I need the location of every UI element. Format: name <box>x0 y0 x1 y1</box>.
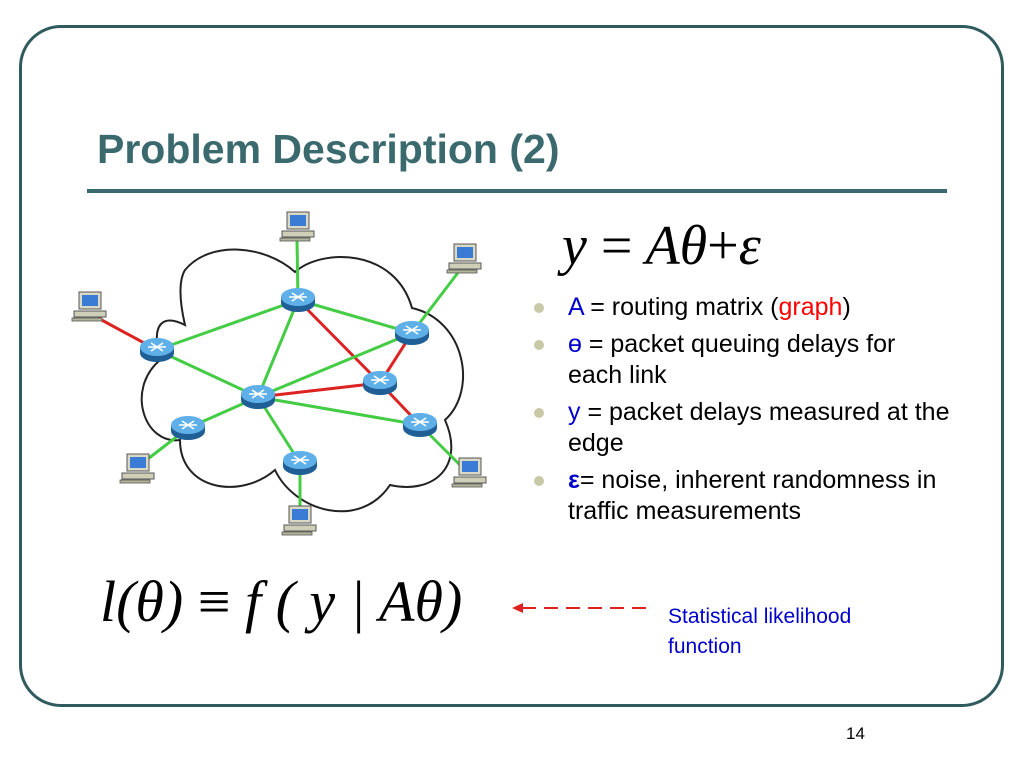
bullet-dot <box>534 408 544 418</box>
computer-icon <box>71 291 107 322</box>
definition-list: A = routing matrix (graph) ɵ = packet qu… <box>534 292 954 533</box>
bullet-packet-delays: y = packet delays measured at the edge <box>534 397 954 459</box>
likelihood-lhs: l(θ) <box>100 569 184 634</box>
bullet-dot <box>534 303 544 313</box>
computer-icon <box>446 243 482 274</box>
bullet-text: routing matrix ( <box>611 293 779 321</box>
bullet-separator: = <box>581 330 611 358</box>
bullet-separator: = <box>580 398 609 426</box>
link-8 <box>257 381 381 399</box>
slide-title: Problem Description (2) <box>97 126 560 172</box>
router-icon <box>394 320 430 346</box>
bullet-symbol: ɵ <box>568 330 582 358</box>
bullet-separator: = <box>583 293 612 321</box>
computer-icon <box>119 453 155 484</box>
caption-line-2: function <box>668 635 742 658</box>
bullet-queuing-delays: ɵ = packet queuing delays for each link <box>534 329 954 391</box>
link-7 <box>156 348 259 399</box>
link-2 <box>156 298 299 352</box>
formula-rhs-a: Aθ <box>645 215 708 277</box>
title-underline <box>87 189 947 193</box>
bullet-symbol: y <box>568 398 581 426</box>
link-11 <box>257 395 421 427</box>
bullet-text: packet queuing delays for each link <box>568 330 896 389</box>
bullet-text: noise, inherent randomness in traffic me… <box>568 466 937 525</box>
page-number: 14 <box>846 724 865 743</box>
linear-model-equation: y = Aθ+ε <box>562 214 761 278</box>
bullet-symbol: ε <box>568 466 580 494</box>
caption-line-1: Statistical likelihood <box>668 605 852 628</box>
link-1 <box>297 298 413 335</box>
bullet-dot <box>534 340 544 350</box>
slide-frame <box>19 25 1004 707</box>
bullet-routing-matrix: A = routing matrix (graph) <box>534 292 954 323</box>
router-icon <box>402 412 438 438</box>
link-4 <box>296 298 382 385</box>
router-icon <box>240 384 276 410</box>
network-diagram <box>71 211 487 536</box>
formula-rhs-b: ε <box>738 215 761 277</box>
formula-lhs: y <box>562 215 587 277</box>
likelihood-equiv: ≡ <box>197 569 231 634</box>
formula-equals: = <box>600 215 633 277</box>
router-icon <box>280 287 316 313</box>
computer-icon <box>279 211 315 242</box>
likelihood-caption: Statistical likelihood function <box>668 602 918 662</box>
bullet-text: packet delays measured at the edge <box>568 398 950 457</box>
link-3 <box>256 299 300 398</box>
bullet-symbol: A <box>568 293 584 321</box>
bullet-noise: ε= noise, inherent randomness in traffic… <box>534 465 954 527</box>
computer-icon <box>281 505 317 536</box>
router-icon <box>362 370 398 396</box>
router-icon <box>170 415 206 441</box>
likelihood-rhs: f ( y | Aθ) <box>244 569 463 634</box>
router-icon <box>282 450 318 476</box>
router-icon <box>139 337 175 363</box>
link-5 <box>257 331 413 399</box>
bullet-highlight: graph <box>778 293 843 321</box>
bullet-text-end: ) <box>842 293 851 321</box>
bullet-dot <box>534 476 544 486</box>
dashed-arrow-icon <box>512 603 646 613</box>
formula-plus: + <box>707 215 739 277</box>
likelihood-equation: l(θ) ≡ f ( y | Aθ) <box>100 568 462 635</box>
bullet-separator: = <box>579 466 602 494</box>
